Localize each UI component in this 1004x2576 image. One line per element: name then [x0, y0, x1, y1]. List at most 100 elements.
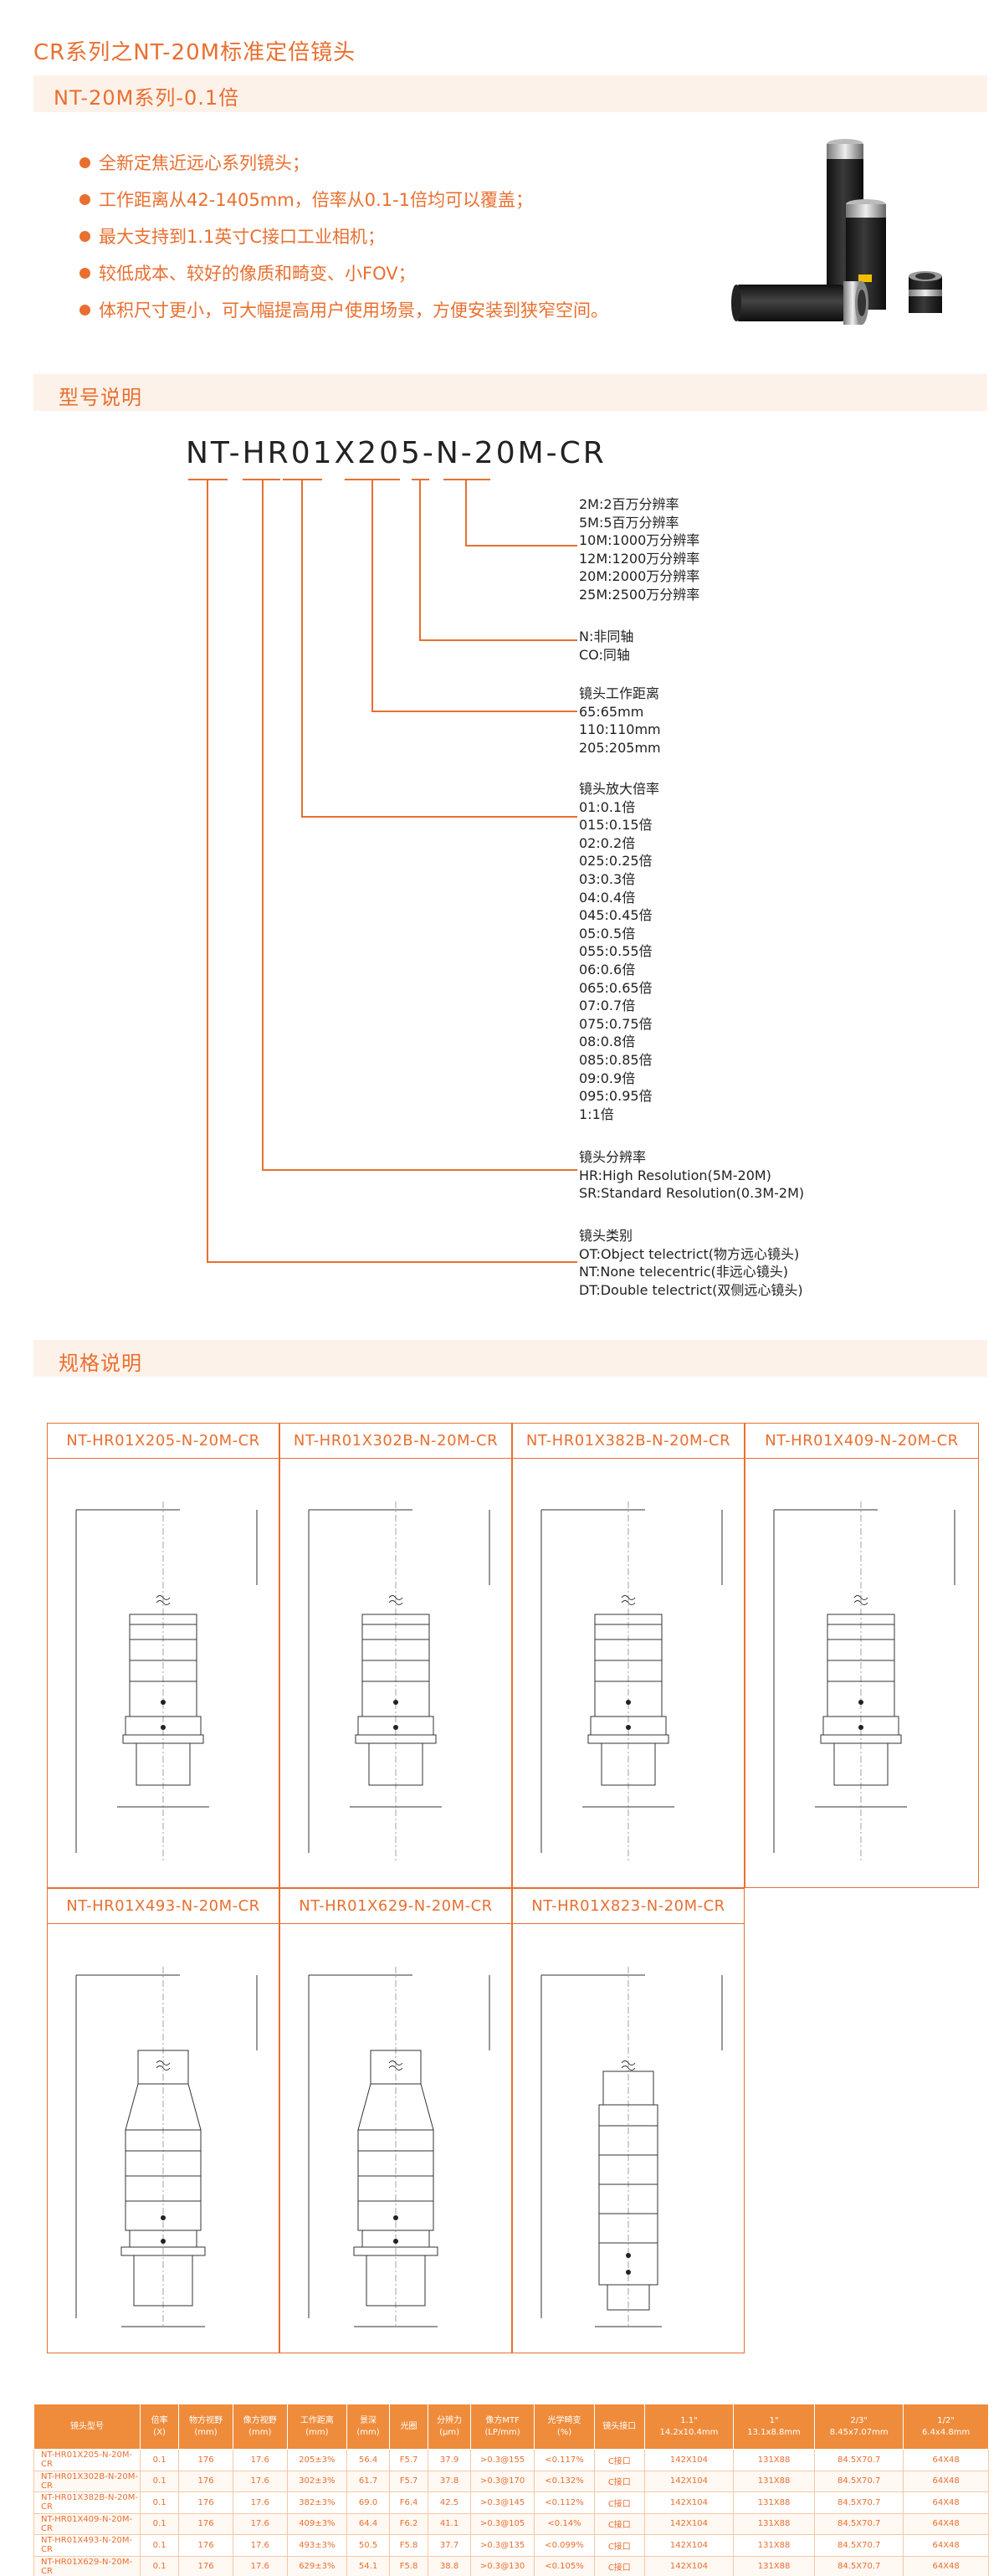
table-cell: 69.0: [346, 2491, 390, 2514]
table-cell: 176: [178, 2513, 233, 2535]
lens-drawing: [540, 1967, 723, 2327]
legend-resolution-type: 镜头分辨率 HR:High Resolution(5M-20M) SR:Stan…: [579, 1149, 805, 1202]
table-cell: 0.1: [140, 2449, 180, 2471]
lens-drawing: [540, 1501, 723, 1861]
table-cell: 176: [178, 2534, 233, 2557]
table-cell: 131X88: [733, 2471, 816, 2492]
table-cell: 84.5X70.7: [814, 2513, 904, 2535]
table-cell: 131X88: [733, 2513, 816, 2535]
table-cell: NT-HR01X629-N-20M-CR: [33, 2556, 141, 2576]
drawing-grid: NT-HR01X205-N-20M-CR NT-HR01X302B-N-20M-…: [47, 1423, 979, 2353]
feature-list: 全新定焦近远心系列镜头； 工作距离从42-1405mm，倍率从0.1-1倍均可以…: [79, 144, 608, 328]
table-cell: 84.5X70.7: [814, 2491, 904, 2514]
table-cell: C接口: [594, 2491, 645, 2514]
legend-magnification: 镜头放大倍率 01:0.1倍 015:0.15倍 02:0.2倍 025:0.2…: [579, 781, 660, 1122]
drawing-card: NT-HR01X205-N-20M-CR: [47, 1423, 279, 1888]
table-cell: 50.5: [346, 2534, 390, 2557]
table-cell: 131X88: [733, 2534, 816, 2557]
table-cell: 17.6: [233, 2449, 288, 2471]
table-header-cell: 像方视野 (mm): [232, 2404, 288, 2450]
table-cell: NT-HR01X382B-N-20M-CR: [33, 2491, 141, 2514]
page-title: CR系列之NT-20M标准定倍镜头: [33, 40, 356, 65]
table-cell: C接口: [594, 2556, 645, 2576]
legend-working-distance: 镜头工作距离 65:65mm 110:110mm 205:205mm: [579, 685, 661, 756]
table-cell: 84.5X70.7: [814, 2471, 904, 2492]
bullet-icon: [79, 193, 90, 205]
table-cell: 131X88: [733, 2556, 816, 2576]
table-cell: 64X48: [903, 2534, 989, 2557]
table-cell: 176: [178, 2491, 233, 2514]
table-cell: 17.6: [233, 2534, 288, 2557]
drawing-card: NT-HR01X629-N-20M-CR: [279, 1888, 512, 2353]
table-cell: 64X48: [903, 2556, 989, 2576]
feature-item: 较低成本、较好的像质和畸变、小FOV；: [79, 254, 608, 291]
legend-lens-type: 镜头类别 OT:Object telectrict(物方远心镜头) NT:Non…: [579, 1228, 803, 1298]
table-cell: 56.4: [346, 2449, 390, 2471]
drawing-card: NT-HR01X409-N-20M-CR: [745, 1423, 979, 1888]
drawing-card: NT-HR01X823-N-20M-CR: [512, 1888, 745, 2353]
table-cell: >0.3@105: [470, 2513, 535, 2535]
product-photo: [731, 139, 942, 325]
table-cell: 0.1: [140, 2513, 180, 2535]
table-cell: 205±3%: [287, 2449, 348, 2471]
table-cell: NT-HR01X493-N-20M-CR: [33, 2534, 141, 2557]
drawing-card-title: NT-HR01X205-N-20M-CR: [48, 1424, 279, 1459]
table-cell: 302±3%: [287, 2471, 348, 2492]
lens-drawing: [308, 1501, 490, 1861]
feature-item: 工作距离从42-1405mm，倍率从0.1-1倍均可以覆盖；: [79, 181, 608, 218]
model-section-band: 型号说明: [33, 374, 987, 411]
bullet-icon: [79, 230, 90, 242]
table-header-cell: 景深 (mm): [346, 2404, 390, 2450]
table-cell: 17.6: [233, 2471, 288, 2492]
table-cell: <0.099%: [534, 2534, 595, 2557]
table-cell: 64X48: [903, 2471, 989, 2492]
table-cell: NT-HR01X409-N-20M-CR: [33, 2513, 141, 2535]
table-cell: 37.9: [428, 2449, 471, 2471]
model-code: NT-HR01X205-N-20M-CR: [186, 436, 607, 470]
table-cell: 0.1: [140, 2491, 180, 2514]
table-cell: >0.3@135: [470, 2534, 535, 2557]
series-subtitle-band: NT-20M系列-0.1倍: [33, 75, 987, 112]
table-cell: 382±3%: [287, 2491, 348, 2514]
feature-item: 全新定焦近远心系列镜头；: [79, 144, 608, 181]
table-cell: <0.105%: [534, 2556, 595, 2576]
table-cell: 84.5X70.7: [814, 2449, 904, 2471]
table-cell: F6.4: [389, 2491, 429, 2514]
lens-drawing: [308, 1967, 490, 2327]
table-cell: F6.2: [389, 2513, 429, 2535]
table-header-cell: 像方MTF (LP/mm): [469, 2404, 535, 2450]
table-cell: 54.1: [346, 2556, 390, 2576]
table-cell: 0.1: [140, 2556, 180, 2576]
table-cell: 176: [178, 2556, 233, 2576]
table-cell: 17.6: [233, 2556, 288, 2576]
table-cell: 17.6: [233, 2513, 288, 2535]
table-cell: 142X104: [644, 2491, 735, 2514]
table-cell: 0.1: [140, 2471, 180, 2492]
table-cell: 41.1: [428, 2513, 471, 2535]
table-cell: 629±3%: [287, 2556, 348, 2576]
table-header-cell: 1/2" 6.4x4.8mm: [903, 2404, 989, 2450]
table-header-cell: 1" 13.1x8.8mm: [733, 2404, 816, 2450]
drawing-card-title: NT-HR01X629-N-20M-CR: [280, 1889, 511, 1924]
lens-drawing: [75, 1501, 258, 1861]
table-cell: 84.5X70.7: [814, 2534, 904, 2557]
spec-table: 镜头型号倍率 (X)物方视野 (mm)像方视野 (mm)工作距离 (mm)景深 …: [33, 2404, 989, 2576]
table-cell: 64X48: [903, 2491, 989, 2514]
table-cell: F5.8: [389, 2556, 429, 2576]
table-header-cell: 1.1" 14.2x10.4mm: [643, 2404, 735, 2450]
table-cell: 409±3%: [287, 2513, 348, 2535]
table-cell: >0.3@155: [470, 2449, 535, 2471]
table-cell: 17.6: [233, 2491, 288, 2514]
table-cell: 64X48: [903, 2449, 989, 2471]
bullet-icon: [79, 304, 90, 316]
table-header-cell: 分辨力 (μm): [428, 2404, 471, 2450]
table-cell: 176: [178, 2471, 233, 2492]
table-cell: C接口: [594, 2534, 645, 2557]
table-cell: 37.7: [428, 2534, 471, 2557]
table-cell: 37.8: [428, 2471, 471, 2492]
table-cell: 142X104: [644, 2534, 735, 2557]
bullet-icon: [79, 267, 90, 279]
